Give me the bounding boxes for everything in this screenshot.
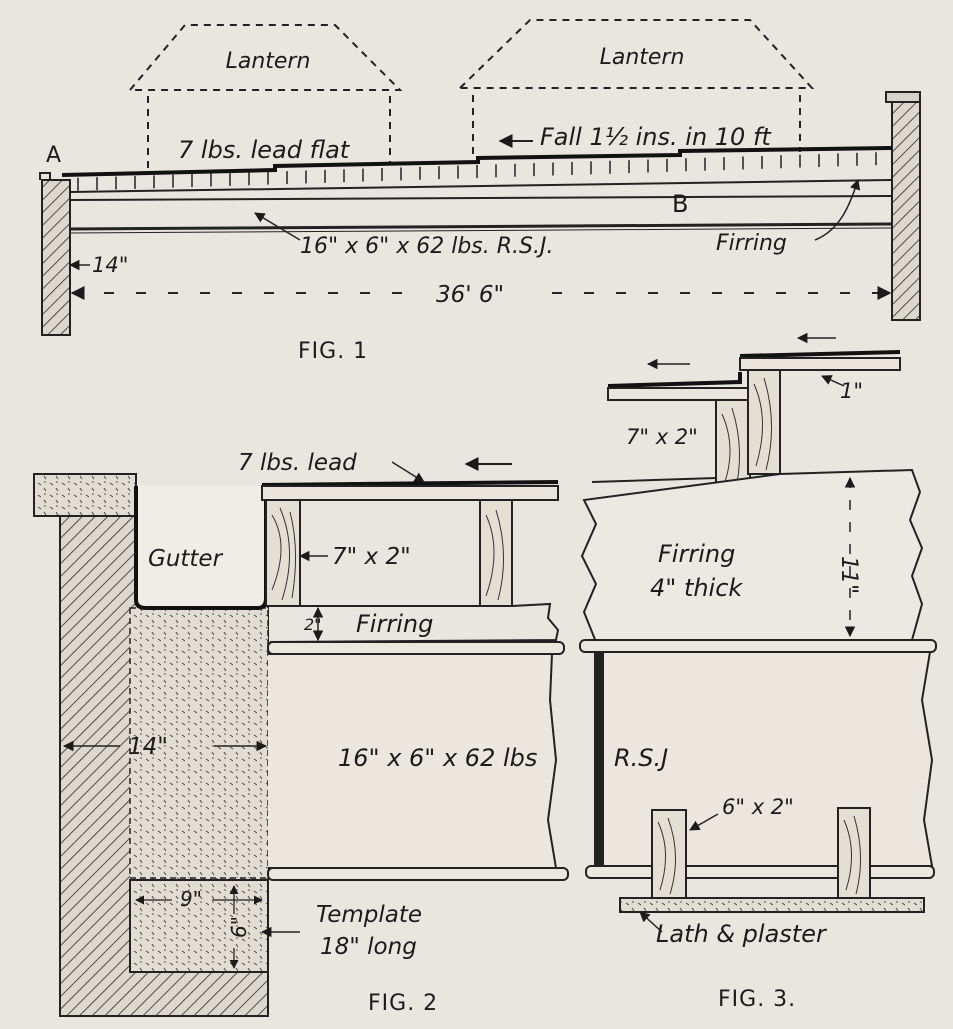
fig3-caption: FIG. 3.: [718, 987, 796, 1012]
top-dim-fig3: 1": [840, 379, 863, 403]
firring-dim-fig2: 2": [304, 615, 322, 634]
rsj-label-fig3: R.S.J: [614, 744, 668, 772]
rsj-line: [69, 222, 893, 231]
lantern-left-label: Lantern: [226, 49, 311, 74]
template-stone: [129, 879, 269, 973]
template-label-line1: Template: [316, 902, 422, 928]
firring-label-fig2: Firring: [356, 610, 433, 638]
lead-fig2: [261, 480, 559, 487]
lantern-right: [457, 19, 815, 160]
gutter-label: Gutter: [148, 546, 224, 572]
rsj-fig2-top-flange: [267, 641, 565, 655]
coping-stone: [33, 473, 137, 517]
lantern-left: [127, 24, 403, 172]
point-a-label: A: [46, 143, 62, 168]
joist-fig2-right: [479, 499, 513, 607]
fall-label: Fall 1½ ins. in 10 ft: [540, 123, 772, 151]
rsj-label-fig2: 16" x 6" x 62 lbs: [338, 744, 537, 772]
fig1-caption: FIG. 1: [298, 339, 368, 364]
lantern-right-label: Lantern: [600, 45, 685, 70]
template-height: 6": [227, 916, 251, 938]
rsj-fig2-bottom-flange: [267, 867, 569, 881]
left-wall: [41, 179, 71, 336]
fig3: 1" 7" x 2" Firring 4" thick 11" R.S.J 6"…: [579, 332, 937, 1012]
firring-dim-fig3: 11": [836, 556, 861, 594]
rsj-label-fig1: 16" x 6" x 62 lbs. R.S.J.: [300, 234, 553, 259]
joist-fig3-high: [747, 369, 781, 475]
joist-label-fig3: 7" x 2": [626, 425, 698, 449]
lead-label-fig2: 7 lbs. lead: [238, 450, 357, 476]
wall-thickness-fig1: 14": [92, 253, 128, 277]
ceiling-joist-right: [837, 807, 871, 899]
firring-block-fig3: [580, 468, 924, 644]
wall-thickness-fig2: 14": [128, 734, 168, 760]
fig1: Lantern Lantern A B 7 lbs. lead flat Fal…: [39, 19, 921, 364]
joists-fig1: [69, 179, 893, 193]
rsj-fig3-top-flange: [579, 639, 937, 653]
fig2-caption: FIG. 2: [368, 991, 438, 1016]
template-label-line2: 18" long: [320, 934, 417, 960]
lath-plaster: [619, 897, 925, 913]
point-b-label: B: [672, 190, 689, 218]
span-label: 36' 6": [436, 282, 504, 308]
joist-fig2-left: [265, 499, 301, 607]
firring-label-fig1: Firring: [716, 231, 787, 256]
lead-flat: [61, 146, 893, 177]
fig2: 7 lbs. lead Gutter 7" x 2" Firring 2" 14…: [33, 450, 569, 1017]
joist-label-fig2: 7" x 2": [332, 544, 411, 570]
firring-label-fig3-line1: Firring: [658, 540, 735, 568]
rsj-fig3-bottom-flange: [585, 865, 935, 879]
template-width: 9": [180, 887, 202, 911]
wall-inner-fig2: [129, 607, 269, 879]
ceiling-joist-label: 6" x 2": [722, 795, 794, 819]
right-wall: [891, 97, 921, 321]
firring-line: [69, 195, 893, 201]
rsj-fig3-web: [594, 652, 604, 868]
ceiling-label: Lath & plaster: [656, 920, 828, 948]
ceiling-joist-left: [651, 809, 687, 899]
firring-label-fig3-line2: 4" thick: [650, 574, 743, 602]
lead-flat-label: 7 lbs. lead flat: [178, 136, 351, 164]
